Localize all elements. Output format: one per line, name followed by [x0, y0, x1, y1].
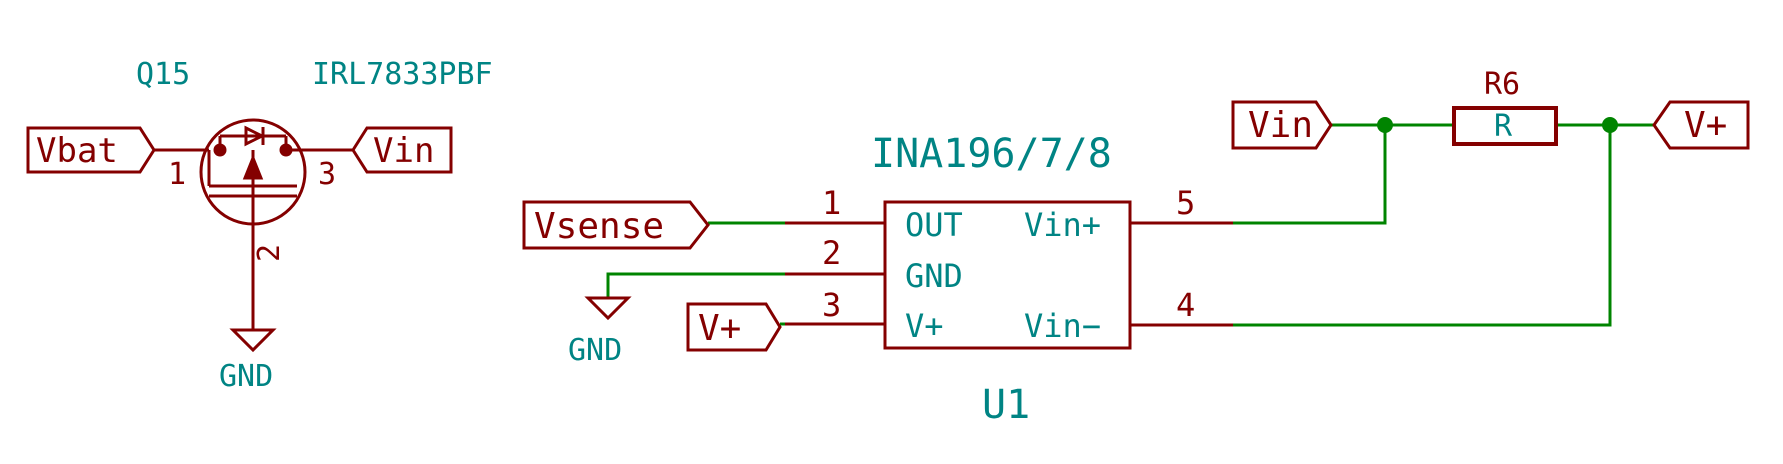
u1-pin-vplus-name: V+: [905, 307, 944, 345]
ic-u1[interactable]: [522, 200, 1233, 352]
q15-pin-drain-number: 3: [318, 157, 336, 192]
q15-pin-gate-number: 1: [168, 157, 186, 192]
wire-vinplus: [1233, 125, 1387, 225]
wire-vinminus: [1233, 125, 1612, 327]
u1-pin-out-name: OUT: [905, 206, 963, 244]
vsense-label[interactable]: Vsense: [534, 206, 664, 247]
wire-gnd-u1: [606, 272, 785, 298]
u1-pin2-number: 2: [822, 234, 841, 272]
q15-arrow: [242, 153, 264, 180]
vsense-label-flag: [522, 200, 710, 250]
u1-pin-gnd-name: GND: [905, 257, 963, 295]
q15-value: IRL7833PBF: [312, 57, 493, 92]
vbat-label[interactable]: Vbat: [36, 131, 118, 171]
u1-ref: U1: [982, 382, 1030, 428]
mosfet-q15[interactable]: [26, 118, 453, 353]
u1-value: INA196/7/8: [871, 131, 1112, 177]
junction-vin: [1377, 117, 1393, 133]
junction-vplus: [1602, 117, 1618, 133]
gnd-symbol-u1: [584, 296, 632, 321]
u1-pin-vinminus-name: Vin−: [1024, 307, 1101, 345]
vplus-label-flag-top: [1652, 100, 1750, 150]
q15-pin-source-number: 2: [252, 244, 287, 262]
vplus-label-flag-u1: [686, 302, 782, 352]
vplus-label-top[interactable]: V+: [1684, 105, 1727, 146]
gnd-symbol-q15: [229, 328, 277, 353]
gnd-label-u1: GND: [568, 333, 622, 368]
vin-label-top[interactable]: Vin: [1248, 105, 1313, 146]
vin-label-flag-top: [1231, 100, 1333, 150]
q15-body-circle: [199, 118, 307, 226]
vin-label-flag-q15: [351, 126, 453, 174]
vin-label-q15[interactable]: Vin: [373, 131, 434, 171]
resistor-r6[interactable]: [1231, 100, 1750, 150]
r6-body: [1452, 106, 1558, 146]
q15-ref: Q15: [136, 57, 190, 92]
vplus-label-u1[interactable]: V+: [698, 308, 741, 349]
vbat-label-flag: [26, 126, 156, 174]
u1-pin3-number: 3: [822, 286, 841, 324]
u1-pin-vinplus-name: Vin+: [1024, 206, 1101, 244]
r6-ref: R6: [1484, 67, 1520, 102]
u1-pin5-number: 5: [1176, 184, 1195, 222]
gnd-label-q15: GND: [219, 359, 273, 394]
u1-pin4-number: 4: [1176, 286, 1195, 324]
r6-value: R: [1494, 109, 1513, 144]
q15-body-diode: [244, 125, 266, 147]
wires: [606, 123, 1654, 327]
u1-pin1-number: 1: [822, 184, 841, 222]
